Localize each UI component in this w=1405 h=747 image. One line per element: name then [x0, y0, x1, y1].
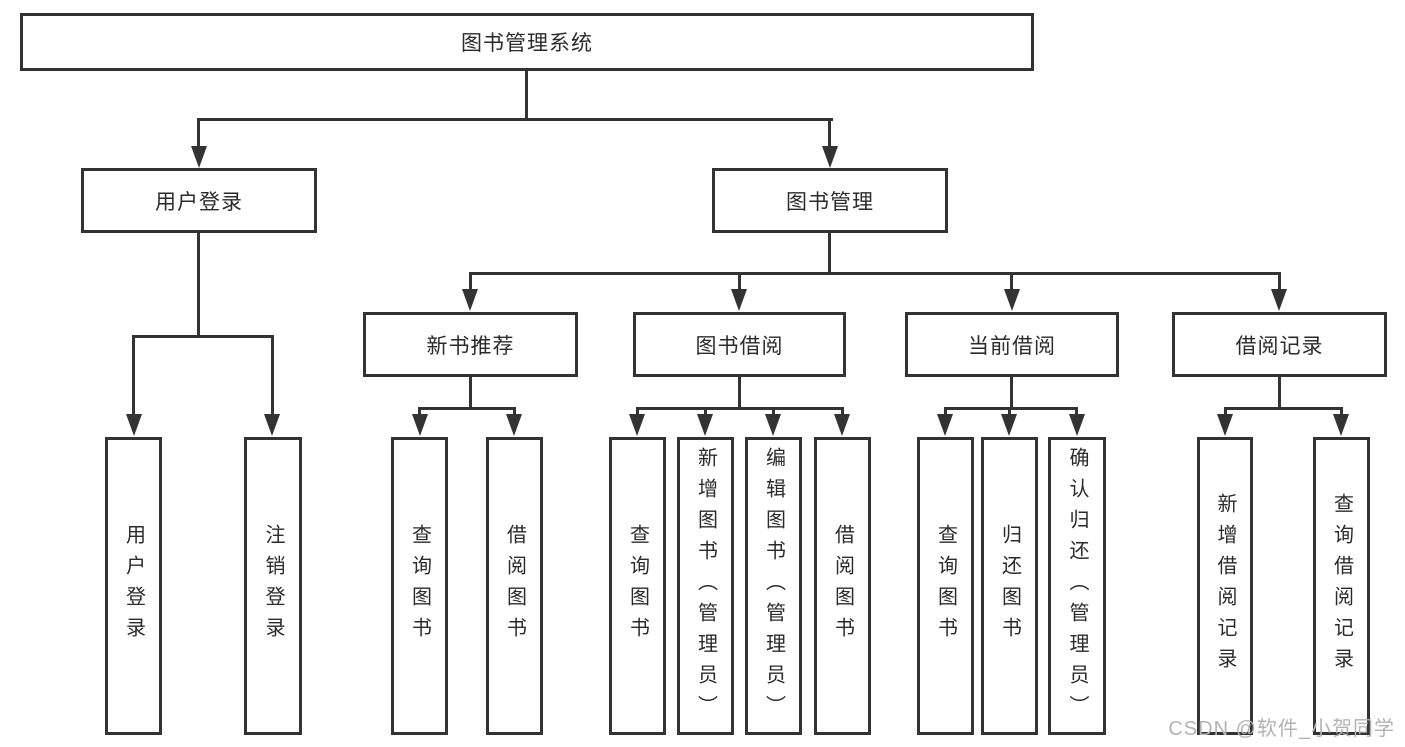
connector-drop [469, 272, 472, 292]
connector-drop [1224, 407, 1227, 417]
leaf-query-book-3-label: 查询图书 [934, 524, 957, 648]
connector-borrow-record-stem [1278, 377, 1281, 410]
leaf-add-borrow-record: 新增借阅记录 [1197, 437, 1253, 735]
connector-book-borrow-stem [738, 377, 741, 410]
node-root-label: 图书管理系统 [461, 32, 593, 55]
node-root: 图书管理系统 [20, 13, 1034, 71]
leaf-return-book-label: 归还图书 [998, 524, 1021, 648]
arrowhead-down-icon [1271, 289, 1287, 311]
leaf-user-login: 用户登录 [105, 437, 162, 735]
connector-branch-borrow-record [1224, 407, 1342, 410]
connector-branch-current-borrow [944, 407, 1078, 410]
arrowhead-down-icon [1069, 414, 1085, 436]
node-current-borrow: 当前借阅 [905, 312, 1119, 377]
node-new-book-label: 新书推荐 [426, 334, 515, 358]
arrowhead-down-icon [1333, 414, 1349, 436]
node-user-login-label: 用户登录 [155, 190, 243, 214]
leaf-query-book-2-label: 查询图书 [626, 524, 649, 648]
leaf-add-book-admin-label: 新增图书（管理员） [694, 446, 717, 726]
node-borrow-record: 借阅记录 [1172, 312, 1387, 377]
arrowhead-down-icon [765, 414, 781, 436]
leaf-return-book: 归还图书 [981, 437, 1038, 735]
arrowhead-down-icon [822, 146, 838, 168]
leaf-query-book-1: 查询图书 [391, 437, 448, 735]
leaf-borrow-book-2-label: 借阅图书 [831, 524, 854, 648]
connector-new-book-stem [469, 377, 472, 410]
connector-drop-user-login [197, 118, 200, 148]
connector-drop [1278, 272, 1281, 292]
leaf-query-borrow-record-label: 查询借阅记录 [1330, 493, 1353, 679]
node-current-borrow-label: 当前借阅 [968, 334, 1056, 358]
connector-drop [944, 407, 947, 417]
connector-user-login-stem [197, 233, 200, 337]
connector-drop-book-mgmt [828, 118, 831, 148]
connector-book-mgmt-stem [828, 233, 831, 275]
node-book-mgmt-label: 图书管理 [786, 190, 874, 214]
node-book-borrow: 图书借阅 [633, 312, 846, 377]
node-book-mgmt: 图书管理 [712, 168, 948, 233]
connector-drop [132, 335, 135, 417]
leaf-add-borrow-record-label: 新增借阅记录 [1214, 493, 1236, 679]
leaf-add-book-admin: 新增图书（管理员） [677, 437, 734, 735]
connector-drop [841, 407, 844, 417]
connector-drop [738, 272, 741, 292]
arrowhead-down-icon [126, 414, 142, 436]
leaf-edit-book-admin: 编辑图书（管理员） [745, 437, 802, 735]
arrowhead-down-icon [1217, 414, 1233, 436]
leaf-confirm-return-admin-label: 确认归还（管理员） [1066, 446, 1088, 726]
arrowhead-down-icon [264, 414, 280, 436]
connector-drop [772, 407, 775, 417]
arrowhead-down-icon [412, 414, 428, 436]
leaf-logout-label: 注销登录 [262, 524, 284, 648]
connector-drop [513, 407, 516, 417]
arrowhead-down-icon [1004, 289, 1020, 311]
node-book-borrow-label: 图书借阅 [695, 334, 784, 358]
connector-current-borrow-stem [1010, 377, 1013, 410]
node-user-login: 用户登录 [81, 168, 317, 233]
connector-branch-root [197, 118, 833, 121]
leaf-logout: 注销登录 [244, 437, 302, 735]
leaf-query-book-1-label: 查询图书 [408, 524, 431, 648]
connector-drop [636, 407, 639, 417]
connector-drop [1340, 407, 1343, 417]
arrowhead-down-icon [191, 146, 207, 168]
leaf-confirm-return-admin: 确认归还（管理员） [1048, 437, 1106, 735]
connector-branch-book-mgmt [469, 272, 1281, 275]
connector-drop [704, 407, 707, 417]
arrowhead-down-icon [1001, 414, 1017, 436]
connector-root-stem [525, 71, 528, 121]
node-borrow-record-label: 借阅记录 [1235, 334, 1324, 358]
arrowhead-down-icon [629, 414, 645, 436]
leaf-query-book-3: 查询图书 [917, 437, 974, 735]
leaf-borrow-book-1: 借阅图书 [486, 437, 543, 735]
connector-drop [1075, 407, 1078, 417]
connector-drop [271, 335, 274, 417]
connector-drop [1008, 407, 1011, 417]
arrowhead-down-icon [834, 414, 850, 436]
arrowhead-down-icon [731, 289, 747, 311]
leaf-edit-book-admin-label: 编辑图书（管理员） [762, 446, 785, 726]
leaf-borrow-book-1-label: 借阅图书 [503, 524, 526, 648]
connector-drop [1010, 272, 1013, 292]
leaf-user-login-label: 用户登录 [122, 524, 145, 648]
arrowhead-down-icon [937, 414, 953, 436]
node-new-book: 新书推荐 [363, 312, 578, 377]
connector-branch-book-borrow [636, 407, 844, 410]
arrowhead-down-icon [462, 289, 478, 311]
connector-branch-user-login [132, 335, 274, 338]
arrowhead-down-icon [506, 414, 522, 436]
leaf-borrow-book-2: 借阅图书 [814, 437, 871, 735]
leaf-query-borrow-record: 查询借阅记录 [1313, 437, 1370, 735]
connector-drop [418, 407, 421, 417]
arrowhead-down-icon [697, 414, 713, 436]
leaf-query-book-2: 查询图书 [609, 437, 666, 735]
csdn-watermark: CSDN @软件_小贺同学 [1168, 718, 1395, 740]
connector-branch-new-book [418, 407, 516, 410]
